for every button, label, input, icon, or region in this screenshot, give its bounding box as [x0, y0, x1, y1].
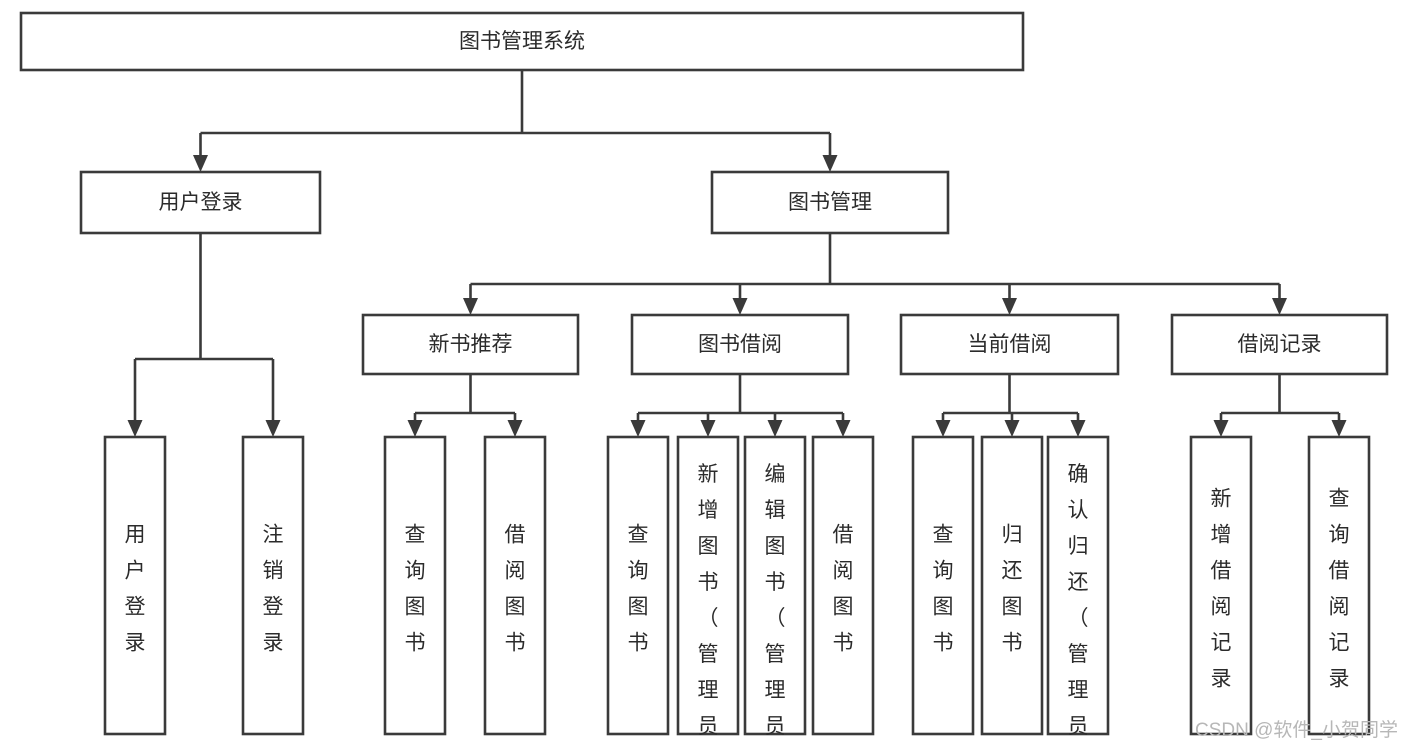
node-label-current-borrow: 当前借阅: [968, 333, 1052, 356]
node-label-leaf-rec-borrow: 借阅图书: [505, 524, 526, 655]
node-box-current-borrow[interactable]: [899, 313, 1120, 376]
connector-layer: [127, 70, 1347, 437]
node-box-leaf-logout[interactable]: [241, 435, 305, 736]
arrow-head-icon: [1272, 298, 1287, 315]
node-leaf-cb-return[interactable]: 归还图书: [980, 435, 1044, 736]
arrow-head-icon: [1331, 420, 1347, 437]
node-leaf-bb-borrow[interactable]: 借阅图书: [811, 435, 875, 736]
node-label-leaf-br-query: 查询借阅记录: [1329, 488, 1350, 691]
node-box-leaf-br-add[interactable]: [1189, 435, 1253, 736]
node-box-leaf-br-query[interactable]: [1307, 435, 1371, 736]
arrow-head-icon: [1002, 298, 1017, 315]
node-box-book-manage[interactable]: [710, 170, 950, 235]
node-label-leaf-logout: 注销登录: [263, 524, 284, 655]
node-box-leaf-cb-query[interactable]: [911, 435, 975, 736]
node-leaf-bb-query[interactable]: 查询图书: [606, 435, 670, 736]
arrow-head-icon: [1070, 420, 1086, 437]
arrow-head-icon: [507, 420, 523, 437]
node-box-leaf-bb-edit[interactable]: [743, 435, 807, 736]
node-leaf-bb-add[interactable]: 新增图书（管理员）: [676, 435, 740, 747]
arrow-head-icon: [835, 420, 851, 437]
arrow-head-icon: [630, 420, 646, 437]
node-label-leaf-bb-edit: 编辑图书（管理员）: [765, 463, 786, 747]
node-label-book-manage: 图书管理: [788, 191, 872, 214]
node-box-leaf-rec-borrow[interactable]: [483, 435, 547, 736]
node-leaf-br-add[interactable]: 新增借阅记录: [1189, 435, 1253, 736]
node-new-book-rec[interactable]: 新书推荐: [361, 313, 580, 376]
node-borrow-record[interactable]: 借阅记录: [1170, 313, 1389, 376]
node-layer: 图书管理系统用户登录图书管理新书推荐图书借阅当前借阅借阅记录用户登录注销登录查询…: [19, 11, 1389, 747]
node-box-user-login[interactable]: [79, 170, 322, 235]
arrow-head-icon: [935, 420, 951, 437]
node-leaf-user-login[interactable]: 用户登录: [103, 435, 167, 736]
arrow-head-icon: [127, 420, 143, 437]
arrow-head-icon: [463, 298, 478, 315]
node-label-new-book-rec: 新书推荐: [429, 333, 513, 356]
arrow-head-icon: [822, 155, 838, 172]
node-book-manage[interactable]: 图书管理: [710, 170, 950, 235]
arrow-head-icon: [1213, 420, 1229, 437]
node-box-leaf-rec-query[interactable]: [383, 435, 447, 736]
node-label-book-borrow: 图书借阅: [698, 333, 782, 356]
node-current-borrow[interactable]: 当前借阅: [899, 313, 1120, 376]
node-leaf-rec-query[interactable]: 查询图书: [383, 435, 447, 736]
node-label-leaf-bb-add: 新增图书（管理员）: [698, 463, 719, 747]
node-label-leaf-cb-confirm: 确认归还（管理员）: [1068, 463, 1089, 747]
arrow-head-icon: [767, 420, 783, 437]
node-user-login[interactable]: 用户登录: [79, 170, 322, 235]
node-box-borrow-record[interactable]: [1170, 313, 1389, 376]
node-label-borrow-record: 借阅记录: [1238, 333, 1322, 356]
node-label-leaf-cb-return: 归还图书: [1002, 524, 1023, 655]
node-leaf-logout[interactable]: 注销登录: [241, 435, 305, 736]
csdn-watermark: CSDN @软件_小贺同学: [1195, 719, 1398, 741]
arrow-head-icon: [732, 298, 748, 315]
node-label-leaf-user-login: 用户登录: [125, 524, 146, 655]
arrow-head-icon: [407, 420, 423, 437]
arrow-head-icon: [700, 420, 716, 437]
arrow-head-icon: [1004, 420, 1020, 437]
node-box-leaf-bb-add[interactable]: [676, 435, 740, 736]
node-box-root[interactable]: [19, 11, 1025, 72]
node-label-leaf-rec-query: 查询图书: [405, 524, 426, 655]
node-leaf-cb-confirm[interactable]: 确认归还（管理员）: [1046, 435, 1110, 747]
node-label-leaf-br-add: 新增借阅记录: [1211, 488, 1232, 691]
node-leaf-br-query[interactable]: 查询借阅记录: [1307, 435, 1371, 736]
node-leaf-cb-query[interactable]: 查询图书: [911, 435, 975, 736]
arrow-head-icon: [193, 155, 208, 172]
node-leaf-rec-borrow[interactable]: 借阅图书: [483, 435, 547, 736]
node-label-leaf-bb-borrow: 借阅图书: [833, 524, 854, 655]
node-label-leaf-cb-query: 查询图书: [933, 524, 954, 655]
node-box-leaf-cb-return[interactable]: [980, 435, 1044, 736]
arrow-head-icon: [265, 420, 281, 437]
node-label-leaf-bb-query: 查询图书: [628, 524, 649, 655]
node-box-leaf-bb-borrow[interactable]: [811, 435, 875, 736]
node-box-leaf-user-login[interactable]: [103, 435, 167, 736]
node-box-new-book-rec[interactable]: [361, 313, 580, 376]
node-box-leaf-bb-query[interactable]: [606, 435, 670, 736]
node-root[interactable]: 图书管理系统: [19, 11, 1025, 72]
node-leaf-bb-edit[interactable]: 编辑图书（管理员）: [743, 435, 807, 747]
node-book-borrow[interactable]: 图书借阅: [630, 313, 850, 376]
node-label-root: 图书管理系统: [459, 30, 585, 53]
node-label-user-login: 用户登录: [159, 191, 243, 214]
node-box-book-borrow[interactable]: [630, 313, 850, 376]
node-box-leaf-cb-confirm[interactable]: [1046, 435, 1110, 736]
